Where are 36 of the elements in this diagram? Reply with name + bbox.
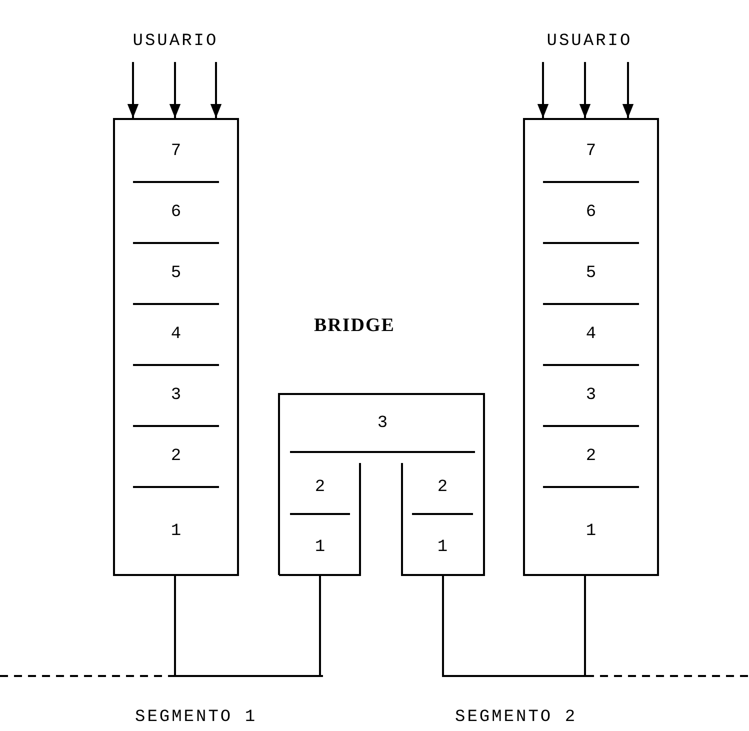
protocol-layer: 6 xyxy=(133,183,219,244)
connection-line xyxy=(584,574,586,675)
protocol-layer: 3 xyxy=(290,395,475,453)
protocol-layer: 2 xyxy=(290,461,350,515)
user-label: USUARIO xyxy=(532,32,647,56)
protocol-layer: 2 xyxy=(543,427,639,488)
protocol-layer: 4 xyxy=(543,305,639,366)
protocol-layer: 2 xyxy=(133,427,219,488)
protocol-layer: 3 xyxy=(543,366,639,427)
segment-label: SEGMENTO 1 xyxy=(135,708,258,727)
bridge-title: BRIDGE xyxy=(314,315,395,337)
segment-label: SEGMENTO 2 xyxy=(455,708,578,727)
arrow xyxy=(579,62,591,118)
protocol-stack-box xyxy=(113,118,239,576)
user-label: USUARIO xyxy=(118,32,233,56)
protocol-stack-box xyxy=(523,118,659,576)
protocol-layer: 5 xyxy=(133,244,219,305)
arrow xyxy=(169,62,181,118)
protocol-layer: 7 xyxy=(543,122,639,183)
arrow xyxy=(210,62,222,118)
arrow xyxy=(537,62,549,118)
arrow xyxy=(127,62,139,118)
protocol-layer: 1 xyxy=(133,488,219,574)
protocol-layer: 7 xyxy=(133,122,219,183)
connection-line xyxy=(319,575,321,675)
protocol-layer: 1 xyxy=(543,488,639,574)
protocol-layer: 1 xyxy=(412,519,473,575)
protocol-layer: 5 xyxy=(543,244,639,305)
connection-line xyxy=(174,574,176,675)
protocol-layer: 2 xyxy=(412,461,473,515)
protocol-layer: 6 xyxy=(543,183,639,244)
protocol-layer: 1 xyxy=(290,519,350,575)
protocol-layer: 3 xyxy=(133,366,219,427)
connection-line xyxy=(442,575,444,675)
arrow xyxy=(622,62,634,118)
protocol-layer: 4 xyxy=(133,305,219,366)
